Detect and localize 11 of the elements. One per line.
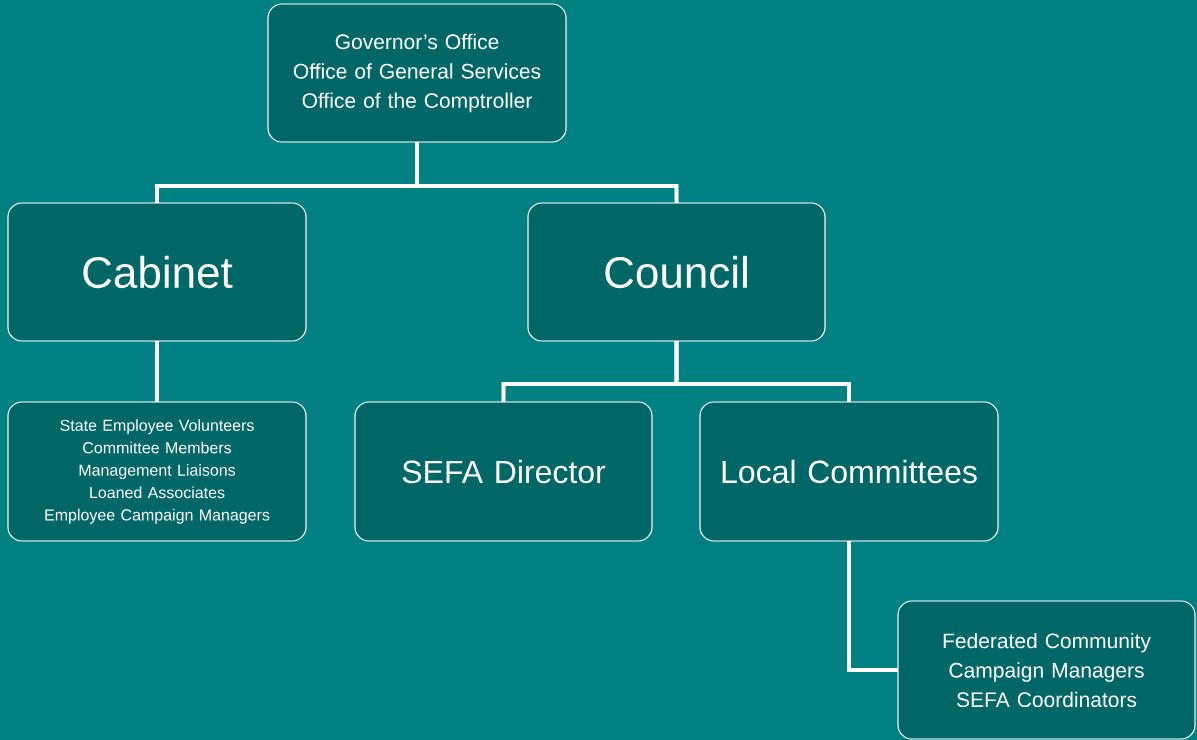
org-box: Council (527, 202, 826, 342)
connector-line (674, 341, 851, 402)
connector-line (155, 341, 159, 402)
org-box: Cabinet (7, 202, 307, 342)
connector-line (847, 541, 898, 672)
org-box: Local Committees (699, 401, 999, 542)
org-box: State Employee Volunteers Committee Members Management Liaisons Loaned Associates Employee Campaign Managers (7, 401, 307, 542)
org-box: SEFA Director (354, 401, 653, 542)
org-box: Federated Community Campaign Managers SEFA Coordinators (897, 600, 1196, 740)
org-box: Governor’s Office Office of General Services Office of the Comptroller (267, 3, 567, 143)
connector-line (415, 142, 679, 203)
